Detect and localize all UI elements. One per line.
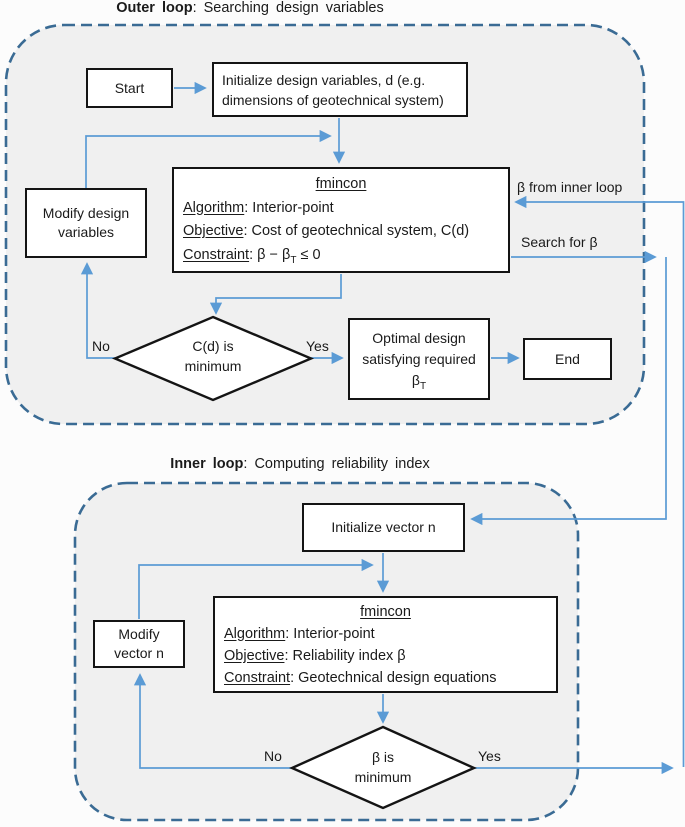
constraint-value: : Geotechnical design equations: [290, 669, 497, 686]
optimal-beta: β: [411, 371, 420, 388]
arrow-beta-return-to-fmincon-outer: [514, 195, 685, 767]
objective-label: Objective: [183, 223, 244, 239]
end-label: End: [555, 350, 580, 367]
fmincon-outer-algorithm: Algorithm: Interior-point: [183, 197, 499, 221]
arrow-no-to-modify-inner: [133, 673, 292, 769]
fmincon-inner-box: fmincon Algorithm: Interior-point Object…: [213, 596, 558, 693]
fmincon-inner-algorithm: Algorithm: Interior-point: [224, 623, 547, 645]
beta-minimum-decision-diamond: [289, 725, 477, 810]
cd-decision-line2: minimum: [184, 358, 242, 374]
optimal-design-box: Optimal design satisfying required βT: [348, 318, 490, 400]
outer-loop-title-rest: : Searching design variables: [192, 0, 384, 16]
fmincon-inner-objective: Objective: Reliability index β: [224, 645, 547, 667]
no-label-inner: No: [264, 748, 282, 764]
inner-loop-title-rest: : Computing reliability index: [243, 456, 430, 472]
search-for-beta-label: Search for β: [521, 234, 598, 250]
modify-vector-n-line1: Modify: [118, 626, 160, 642]
no-label-outer: No: [92, 338, 110, 354]
outer-loop-title-bold: Outer loop: [116, 0, 193, 16]
modify-design-variables-box: Modify design variables: [25, 188, 147, 258]
constraint-label: Constraint: [183, 246, 250, 263]
arrow-modify-feedback-outer: [85, 129, 332, 189]
optimal-beta-sub: T: [419, 380, 427, 392]
start-box: Start: [86, 68, 173, 108]
end-box: End: [523, 338, 612, 380]
constraint-label: Constraint: [224, 669, 291, 686]
constraint-pre: : β − β: [249, 246, 291, 263]
objective-label: Objective: [224, 647, 285, 664]
algorithm-label: Algorithm: [224, 625, 286, 642]
arrow-search-down-to-initialize-n: [470, 257, 667, 526]
arrow-modify-feedback-inner: [138, 558, 374, 619]
fmincon-outer-title: fmincon: [315, 176, 367, 192]
cd-minimum-decision-diamond: [111, 315, 315, 402]
constraint-sub: T: [290, 254, 297, 266]
start-label: Start: [114, 79, 145, 96]
beta-from-inner-loop-label: β from inner loop: [517, 179, 623, 195]
beta-decision-line2: minimum: [354, 769, 412, 785]
fmincon-inner-constraint: Constraint: Geotechnical design equation…: [224, 667, 547, 689]
optimal-line2: satisfying required: [362, 350, 476, 367]
yes-label-outer: Yes: [306, 338, 329, 354]
initialize-design-variables-box: Initialize design variables, d (e.g. dim…: [212, 62, 468, 117]
fmincon-outer-constraint: Constraint: β − βT ≤ 0: [183, 244, 499, 268]
initialize-design-variables-text: Initialize design variables, d (e.g. dim…: [222, 71, 444, 108]
fmincon-outer-objective: Objective: Cost of geotechnical system, …: [183, 220, 499, 244]
fmincon-inner-title: fmincon: [360, 603, 411, 620]
algorithm-label: Algorithm: [183, 199, 245, 216]
constraint-post: ≤ 0: [296, 246, 321, 263]
initialize-vector-n-text: Initialize vector n: [331, 519, 436, 535]
modify-vector-n-box: Modify vector n: [93, 620, 185, 668]
cd-minimum-decision-text: C(d) is minimum: [143, 336, 283, 376]
inner-loop-title-bold: Inner loop: [170, 456, 244, 472]
beta-minimum-decision-text: β is minimum: [313, 747, 453, 787]
objective-value: : Reliability index β: [284, 647, 406, 664]
initialize-vector-n-box: Initialize vector n: [302, 503, 465, 552]
fmincon-outer-box: fmincon Algorithm: Interior-point Object…: [172, 167, 510, 273]
inner-loop-title: Inner loop: Computing reliability index: [100, 456, 500, 472]
objective-value: : Cost of geotechnical system, C(d): [243, 223, 470, 239]
cd-decision-line1: C(d) is: [192, 338, 234, 354]
beta-decision-line1: β is: [371, 749, 395, 765]
arrow-fmincon-to-decision-outer: [209, 274, 342, 315]
arrow-no-to-modify-outer: [80, 262, 115, 359]
modify-vector-n-line2: vector n: [114, 645, 164, 661]
optimal-line1: Optimal design: [372, 329, 466, 346]
optimal-line3: βT: [412, 370, 426, 391]
algorithm-value: : Interior-point: [285, 625, 375, 642]
yes-label-inner: Yes: [478, 748, 501, 764]
modify-design-variables-text: Modify design variables: [42, 205, 130, 240]
outer-loop-title: Outer loop: Searching design variables: [50, 0, 450, 16]
algorithm-value: : Interior-point: [244, 199, 334, 216]
